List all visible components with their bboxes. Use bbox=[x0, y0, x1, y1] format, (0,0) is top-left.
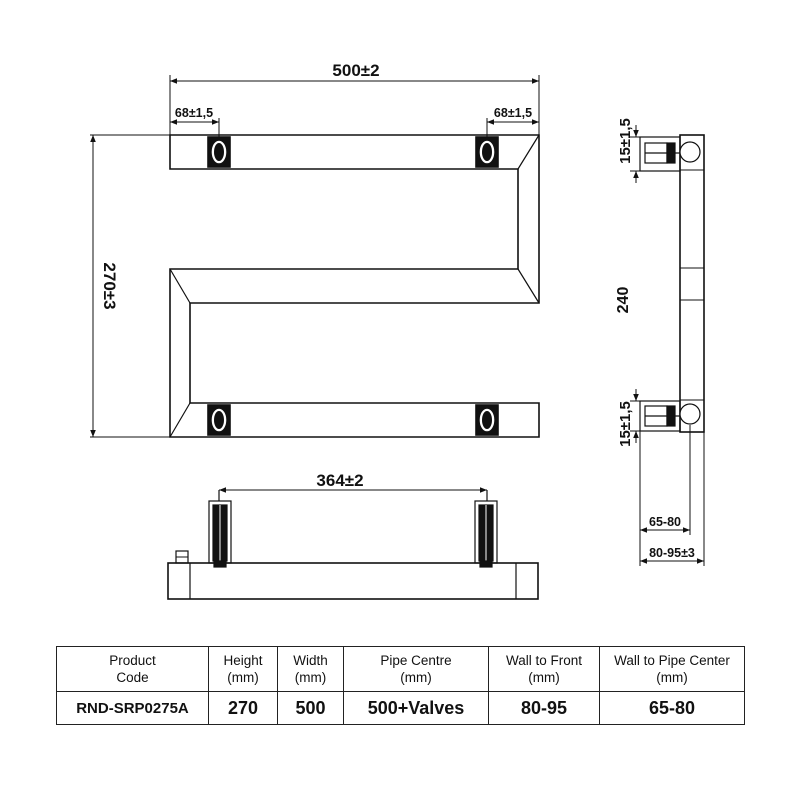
wall-to-pipe-label: 65-80 bbox=[649, 515, 681, 529]
side-view bbox=[630, 125, 705, 566]
mounting-holes bbox=[207, 136, 499, 436]
cell-width: 500 bbox=[277, 691, 344, 725]
center-label: 240 bbox=[615, 287, 632, 314]
technical-drawing: 500±2 68±1,5 68±1,5 270±3 364±2 bbox=[90, 61, 705, 600]
bottom-bracket-label: 15±1,5 bbox=[617, 401, 634, 447]
side-horizontal-dimensions bbox=[639, 425, 705, 566]
towel-rail-bevel-lines bbox=[169, 134, 540, 438]
width-label: 500±2 bbox=[332, 61, 379, 80]
header-wall-to-pipe-center: Wall to Pipe Center(mm) bbox=[599, 646, 745, 692]
right-bracket bbox=[474, 490, 498, 568]
cell-pipe-centre: 500+Valves bbox=[343, 691, 489, 725]
side-vertical-dimensions bbox=[630, 125, 645, 443]
height-dimension bbox=[90, 134, 170, 438]
top-view bbox=[167, 487, 539, 600]
spec-table-data-row: RND-SRP0275A 270 500 500+Valves 80-95 65… bbox=[56, 691, 745, 725]
header-width: Width(mm) bbox=[277, 646, 344, 692]
width-dimension bbox=[169, 75, 540, 135]
offset-dimensions bbox=[170, 118, 539, 137]
pipe-spacing-label: 364±2 bbox=[316, 471, 363, 490]
left-offset-label: 68±1,5 bbox=[175, 106, 213, 120]
cell-wall-to-front: 80-95 bbox=[488, 691, 600, 725]
cell-wall-to-pipe-center: 65-80 bbox=[599, 691, 745, 725]
side-top-bracket bbox=[639, 136, 701, 172]
side-view-body bbox=[679, 134, 705, 433]
height-label: 270±3 bbox=[100, 262, 119, 309]
left-bracket bbox=[208, 490, 232, 568]
wall-to-front-label: 80-95±3 bbox=[649, 546, 695, 560]
right-offset-label: 68±1,5 bbox=[494, 106, 532, 120]
top-bracket-label: 15±1,5 bbox=[617, 118, 634, 164]
towel-rail-outline bbox=[169, 134, 540, 438]
top-view-body bbox=[167, 562, 539, 600]
front-view bbox=[90, 75, 540, 438]
side-bottom-bracket bbox=[639, 400, 701, 432]
header-wall-to-front: Wall to Front(mm) bbox=[488, 646, 600, 692]
cell-height: 270 bbox=[208, 691, 278, 725]
cell-product-code: RND-SRP0275A bbox=[56, 691, 209, 725]
header-height: Height(mm) bbox=[208, 646, 278, 692]
header-pipe-centre: Pipe Centre(mm) bbox=[343, 646, 489, 692]
